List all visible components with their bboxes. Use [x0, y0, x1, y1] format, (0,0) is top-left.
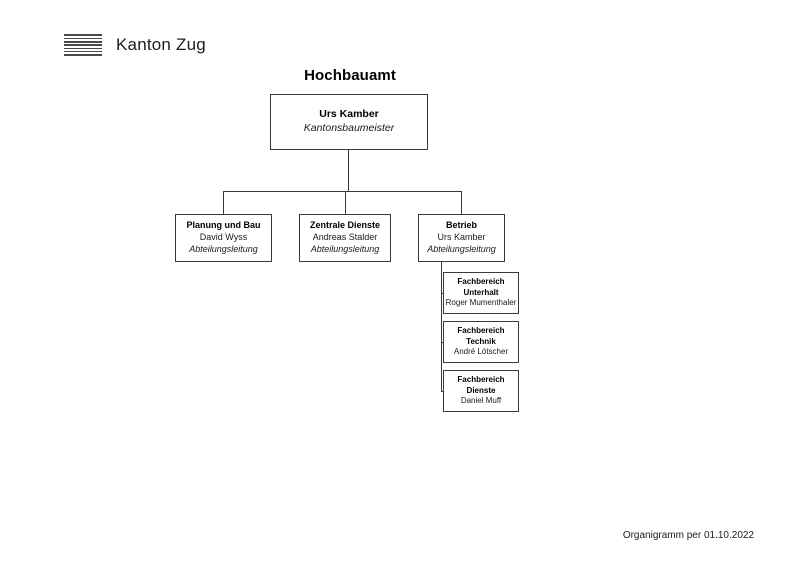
node-title-line1: Fachbereich	[457, 326, 505, 336]
node-role: Kantonsbaumeister	[303, 122, 395, 134]
org-node-root: Urs Kamber Kantonsbaumeister	[270, 94, 428, 150]
logo-stripe	[64, 47, 102, 49]
connector-down-planung-und-bau	[223, 191, 225, 215]
node-role: Abteilungsleitung	[189, 243, 258, 254]
brand-header: Kanton Zug	[64, 34, 206, 56]
org-node-fachbereich-technik: Fachbereich Technik André Lötscher	[443, 321, 519, 363]
org-node-zentrale-dienste: Zentrale Dienste Andreas Stalder Abteilu…	[299, 214, 391, 262]
logo-stripe	[64, 34, 102, 36]
connector-down-betrieb	[461, 191, 463, 215]
node-person-name: André Lötscher	[453, 347, 509, 357]
node-title-line1: Fachbereich	[457, 277, 505, 287]
node-person-name: Urs Kamber	[319, 108, 379, 121]
node-title-line1: Fachbereich	[457, 375, 505, 385]
connector-stub-fachbereich-dienste	[441, 391, 444, 393]
connector-down-zentrale-dienste	[345, 191, 347, 215]
connector-level2-bus	[223, 191, 462, 193]
logo-stripe	[64, 54, 102, 56]
node-person-name: Roger Mumenthaler	[445, 298, 517, 308]
node-person-name: Urs Kamber	[437, 232, 486, 243]
node-person-name: Daniel Muff	[460, 396, 502, 406]
connector-root-down	[348, 150, 350, 191]
node-title: Planung und Bau	[186, 220, 261, 231]
logo-stripe	[64, 41, 102, 43]
node-title: Zentrale Dienste	[309, 220, 381, 231]
org-node-fachbereich-unterhalt: Fachbereich Unterhalt Roger Mumenthaler	[443, 272, 519, 314]
node-title: Betrieb	[445, 220, 477, 231]
node-person-name: Andreas Stalder	[312, 232, 378, 243]
logo-stripe	[64, 44, 102, 46]
kanton-zug-stripes-logo-icon	[64, 34, 102, 56]
org-node-planung-und-bau: Planung und Bau David Wyss Abteilungslei…	[175, 214, 272, 262]
logo-stripe	[64, 37, 102, 40]
brand-name: Kanton Zug	[116, 35, 206, 54]
connector-stub-fachbereich-technik	[441, 342, 444, 344]
logo-stripe	[64, 50, 102, 53]
node-role: Abteilungsleitung	[427, 243, 496, 254]
org-node-betrieb: Betrieb Urs Kamber Abteilungsleitung	[418, 214, 505, 262]
connector-betrieb-spine	[441, 262, 443, 392]
chart-title: Hochbauamt	[304, 67, 396, 84]
connector-stub-fachbereich-unterhalt	[441, 293, 444, 295]
node-role: Abteilungsleitung	[310, 243, 380, 254]
node-title-line2: Technik	[466, 336, 496, 346]
node-title-line2: Dienste	[466, 385, 496, 395]
footer-note: Organigramm per 01.10.2022	[622, 530, 754, 541]
node-person-name: David Wyss	[199, 232, 248, 243]
node-title-line2: Unterhalt	[463, 287, 499, 297]
org-node-fachbereich-dienste: Fachbereich Dienste Daniel Muff	[443, 370, 519, 412]
